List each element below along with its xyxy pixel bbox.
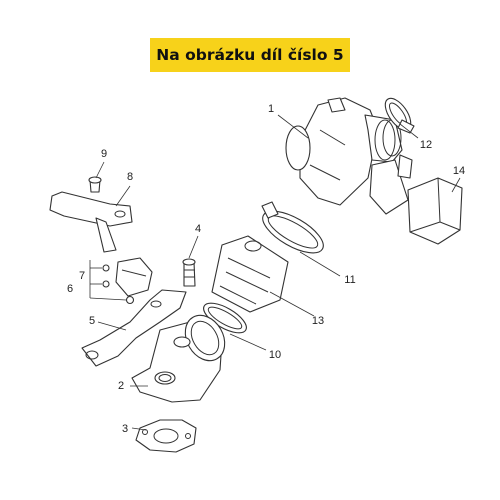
part-13-intake-rubber[interactable] <box>211 235 289 313</box>
part-12-hose-clamp[interactable] <box>380 94 415 134</box>
part-8-cable-guide[interactable] <box>49 191 133 253</box>
callout-12: 12 <box>420 139 432 151</box>
part-4-bolt[interactable] <box>182 258 196 287</box>
part-10-clamp[interactable] <box>199 297 251 338</box>
callout-11: 11 <box>344 274 355 286</box>
part-3-gasket[interactable] <box>135 419 197 453</box>
callout-6: 6 <box>67 283 73 295</box>
callout-4: 4 <box>195 223 201 235</box>
part-6-7-sensor-screws[interactable] <box>102 257 153 305</box>
part-11-clamp[interactable] <box>257 201 330 261</box>
callout-1: 1 <box>268 103 274 115</box>
callout-9: 9 <box>101 148 107 160</box>
part-14-connector[interactable] <box>407 177 463 245</box>
leader-lines <box>89 114 461 431</box>
callout-2: 2 <box>118 380 124 392</box>
callout-labels: 1 2 3 4 5 6 7 8 9 10 11 12 13 14 <box>67 103 465 435</box>
part-2-intake-manifold[interactable] <box>131 308 233 403</box>
part-1-throttle-body[interactable] <box>285 97 413 215</box>
caption-text: Na obrázku díl číslo 5 <box>156 46 344 64</box>
part-5-bracket[interactable] <box>81 289 187 367</box>
callout-14: 14 <box>453 165 465 177</box>
callout-3: 3 <box>122 423 128 435</box>
callout-8: 8 <box>127 171 133 183</box>
callout-13: 13 <box>312 315 324 327</box>
caption-banner: Na obrázku díl číslo 5 <box>150 38 350 72</box>
part-9-screw[interactable] <box>88 176 102 193</box>
callout-10: 10 <box>269 349 281 361</box>
callout-5: 5 <box>89 315 95 327</box>
callout-7: 7 <box>79 270 85 282</box>
